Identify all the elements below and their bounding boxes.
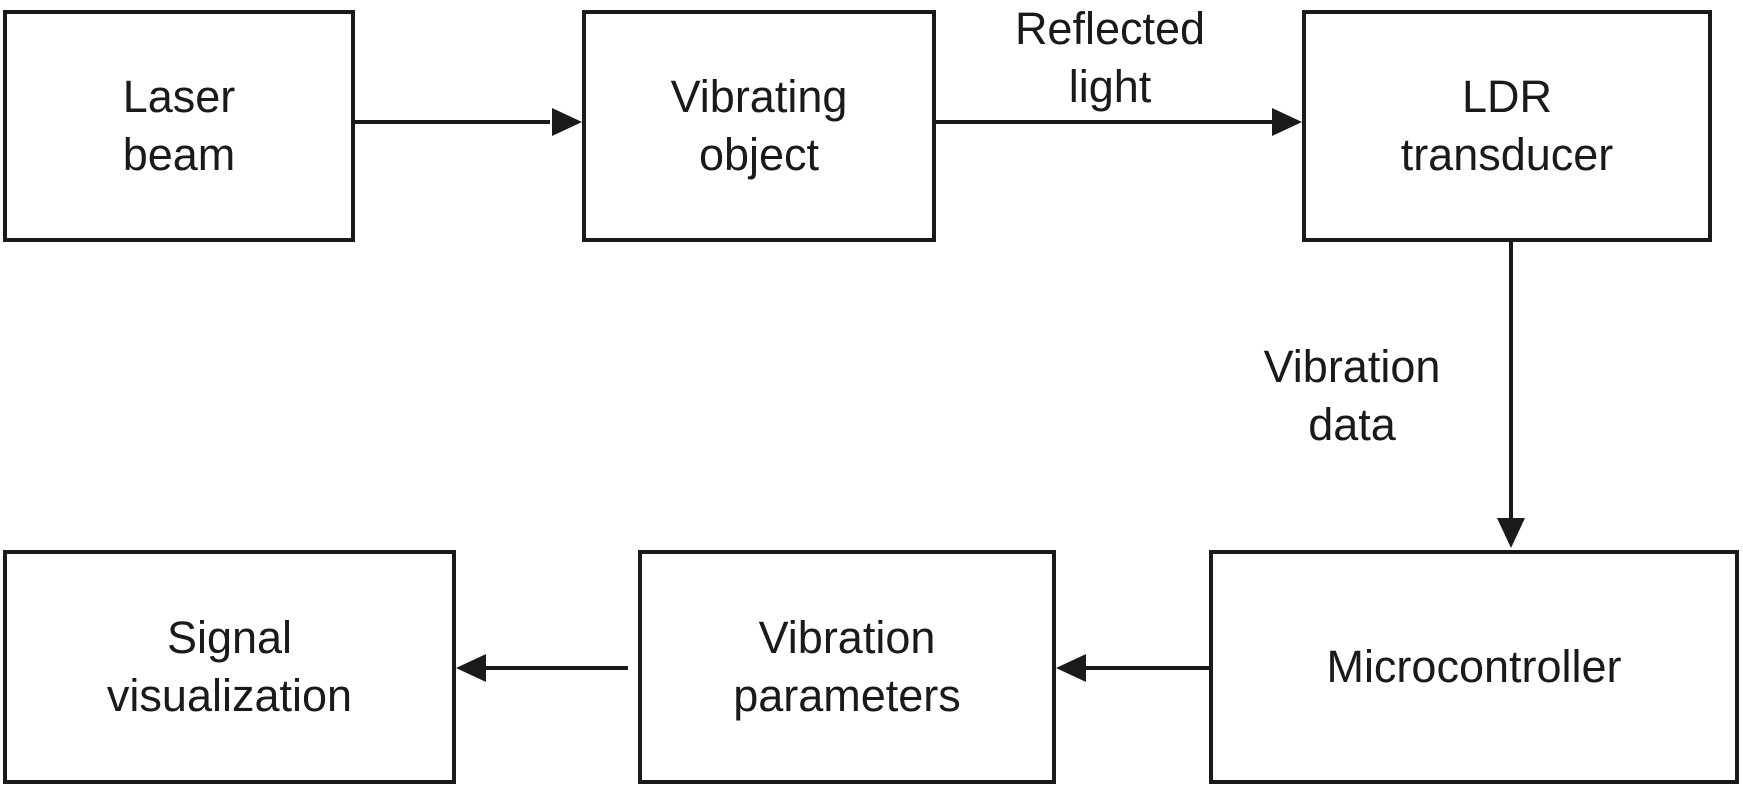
arrow-laser-to-object	[354, 108, 582, 136]
signal-visualization-line2: visualization	[106, 670, 353, 721]
arrow-microcontroller-to-parameters	[1056, 654, 1210, 682]
vibrating-object-box: Vibrating object	[582, 10, 936, 242]
vibration-data-label: Vibration data	[1232, 338, 1472, 454]
vibration-parameters-box: Vibration parameters	[638, 550, 1056, 784]
laser-beam-box: Laser beam	[3, 10, 355, 242]
vibrating-object-line2: object	[698, 129, 820, 180]
laser-beam-line2: beam	[122, 129, 236, 180]
laser-beam-line1: Laser	[122, 71, 236, 122]
microcontroller-box: Microcontroller	[1209, 550, 1739, 784]
arrow-ldr-to-microcontroller	[1497, 242, 1525, 548]
signal-visualization-box: Signal visualization	[3, 550, 456, 784]
ldr-transducer-box: LDR transducer	[1302, 10, 1712, 242]
reflected-light-line1: Reflected	[1014, 3, 1206, 54]
reflected-light-line2: light	[1068, 61, 1152, 112]
vibration-parameters-line2: parameters	[733, 670, 961, 721]
reflected-light-label: Reflected light	[980, 0, 1240, 116]
vibration-data-line1: Vibration	[1263, 341, 1441, 392]
arrow-object-to-ldr	[935, 108, 1302, 136]
vibration-data-line2: data	[1308, 399, 1396, 450]
microcontroller-line1: Microcontroller	[1326, 641, 1622, 692]
signal-visualization-line1: Signal	[166, 612, 293, 663]
arrow-parameters-to-visualization	[456, 654, 628, 682]
vibrating-object-line1: Vibrating	[670, 71, 848, 122]
vibration-parameters-line1: Vibration	[758, 612, 936, 663]
ldr-transducer-line2: transducer	[1400, 129, 1614, 180]
ldr-transducer-line1: LDR	[1461, 71, 1553, 122]
